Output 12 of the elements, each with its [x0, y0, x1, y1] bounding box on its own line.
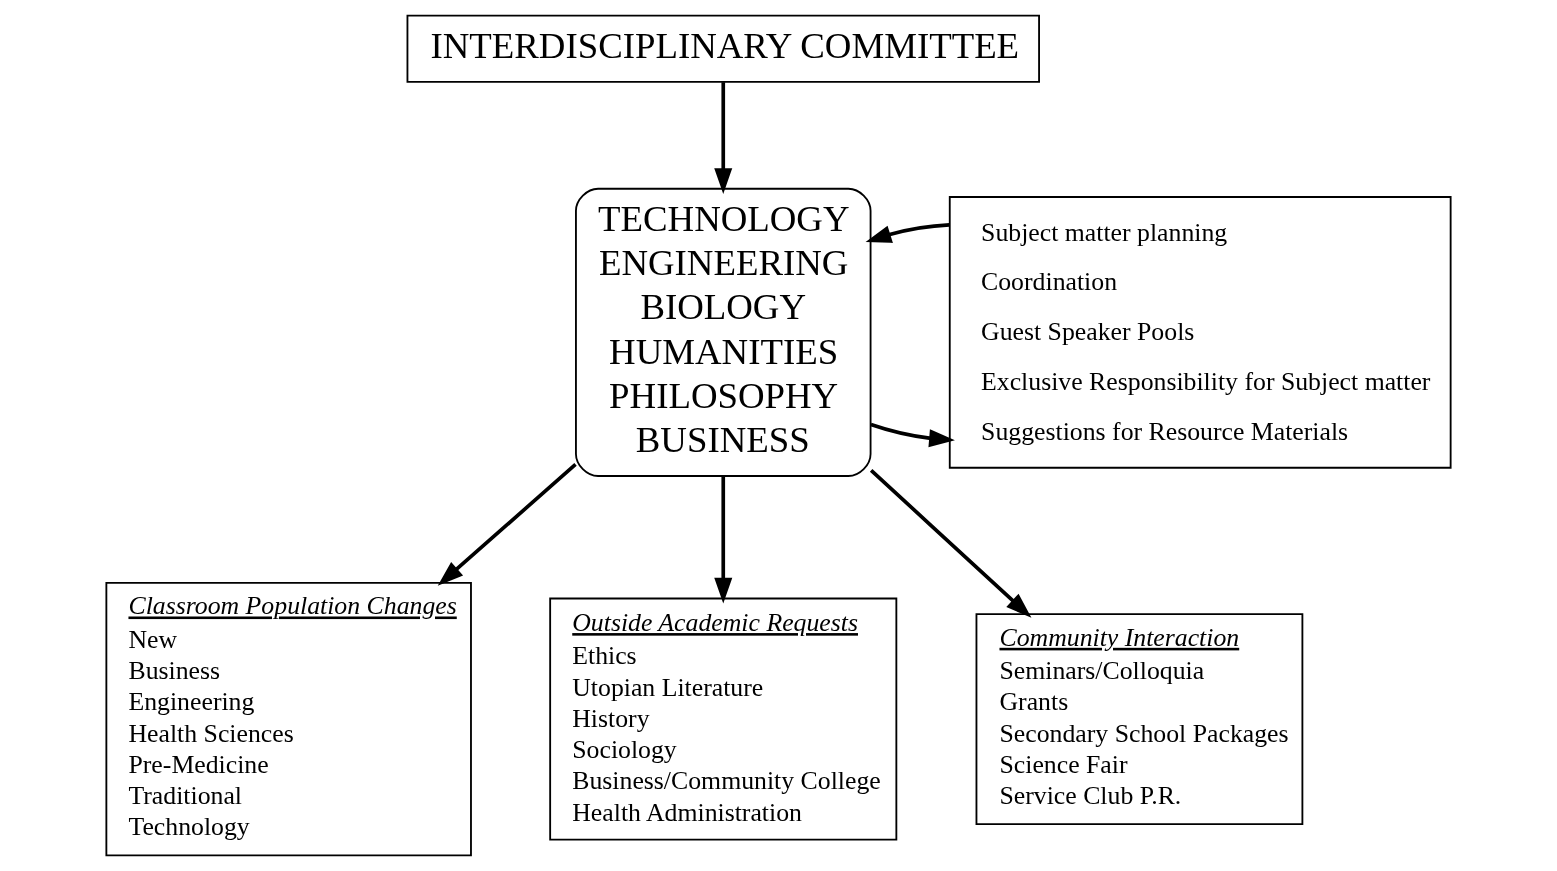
node-box: Subject matter planning Coordination Guest Speaker Pools Exclusive Responsibility for Subject matter Suggestions for Resource Materials: [948, 196, 1452, 469]
node-box: Community Interaction Seminars/Colloquia Grants Secondary School Packages Science Fair Service Club P.R.: [975, 613, 1304, 825]
node-box: Outside Academic Requests Ethics Utopian Literature History Sociology Business/Community College Health Administration: [549, 597, 898, 841]
arrow: [869, 469, 1032, 618]
node-box: INTERDISCIPLINARY COMMITTEE: [406, 14, 1040, 83]
node-box: TECHNOLOGY ENGINEERING BIOLOGY HUMANITIES PHILOSOPHY BUSINESS: [575, 187, 872, 477]
arrow: [714, 82, 733, 194]
arrow: [870, 422, 955, 448]
node-box: Classroom Population Changes New Business Engineering Health Sciences Pre-Medicine Traditional Technology: [105, 581, 472, 857]
arrow: [865, 223, 950, 243]
arrow: [437, 463, 577, 586]
arrow: [714, 476, 733, 604]
